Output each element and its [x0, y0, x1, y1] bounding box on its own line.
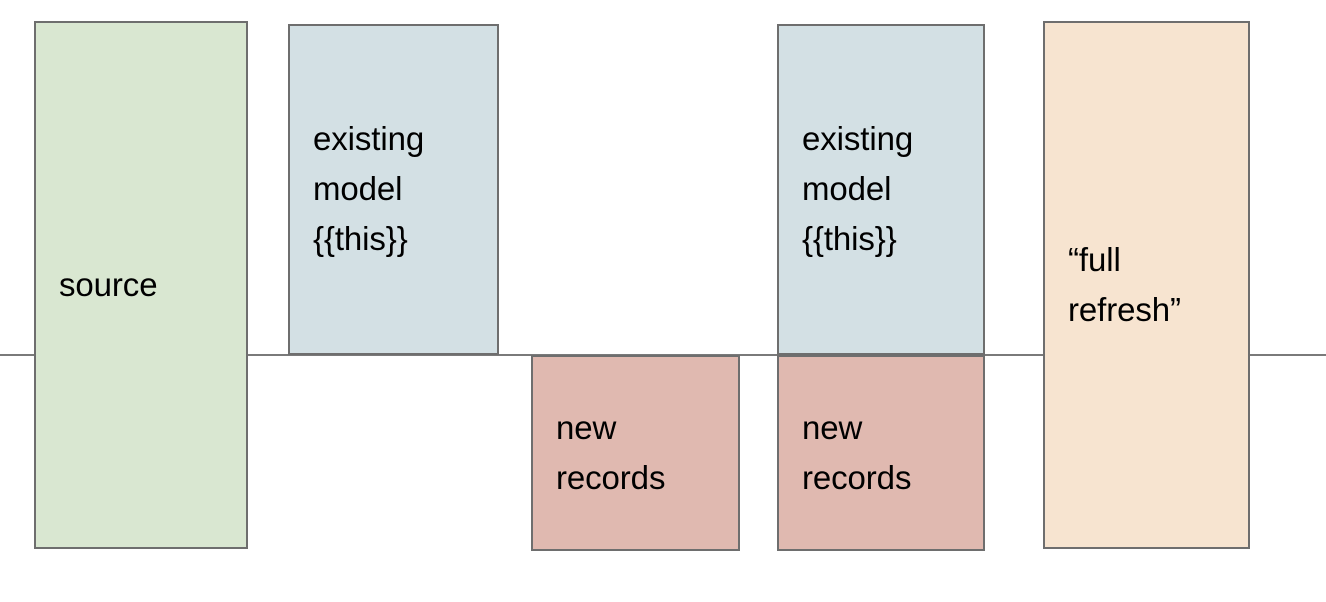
node-new-records-right-label: new records — [802, 408, 912, 496]
node-new-records-right[interactable]: new records — [777, 355, 985, 551]
node-full-refresh[interactable]: “full refresh” — [1043, 21, 1250, 549]
node-existing-model-left-label: existing model {{this}} — [313, 120, 425, 258]
node-full-refresh-label: “full refresh” — [1068, 240, 1181, 328]
node-source[interactable]: source — [34, 21, 248, 549]
node-new-records-left[interactable]: new records — [531, 355, 740, 551]
node-existing-model-left[interactable]: existing model {{this}} — [288, 24, 499, 355]
node-existing-model-right-label: existing model {{this}} — [802, 120, 914, 258]
node-new-records-left-label: new records — [556, 408, 666, 496]
node-existing-model-right[interactable]: existing model {{this}} — [777, 24, 985, 355]
node-source-label: source — [59, 265, 158, 303]
